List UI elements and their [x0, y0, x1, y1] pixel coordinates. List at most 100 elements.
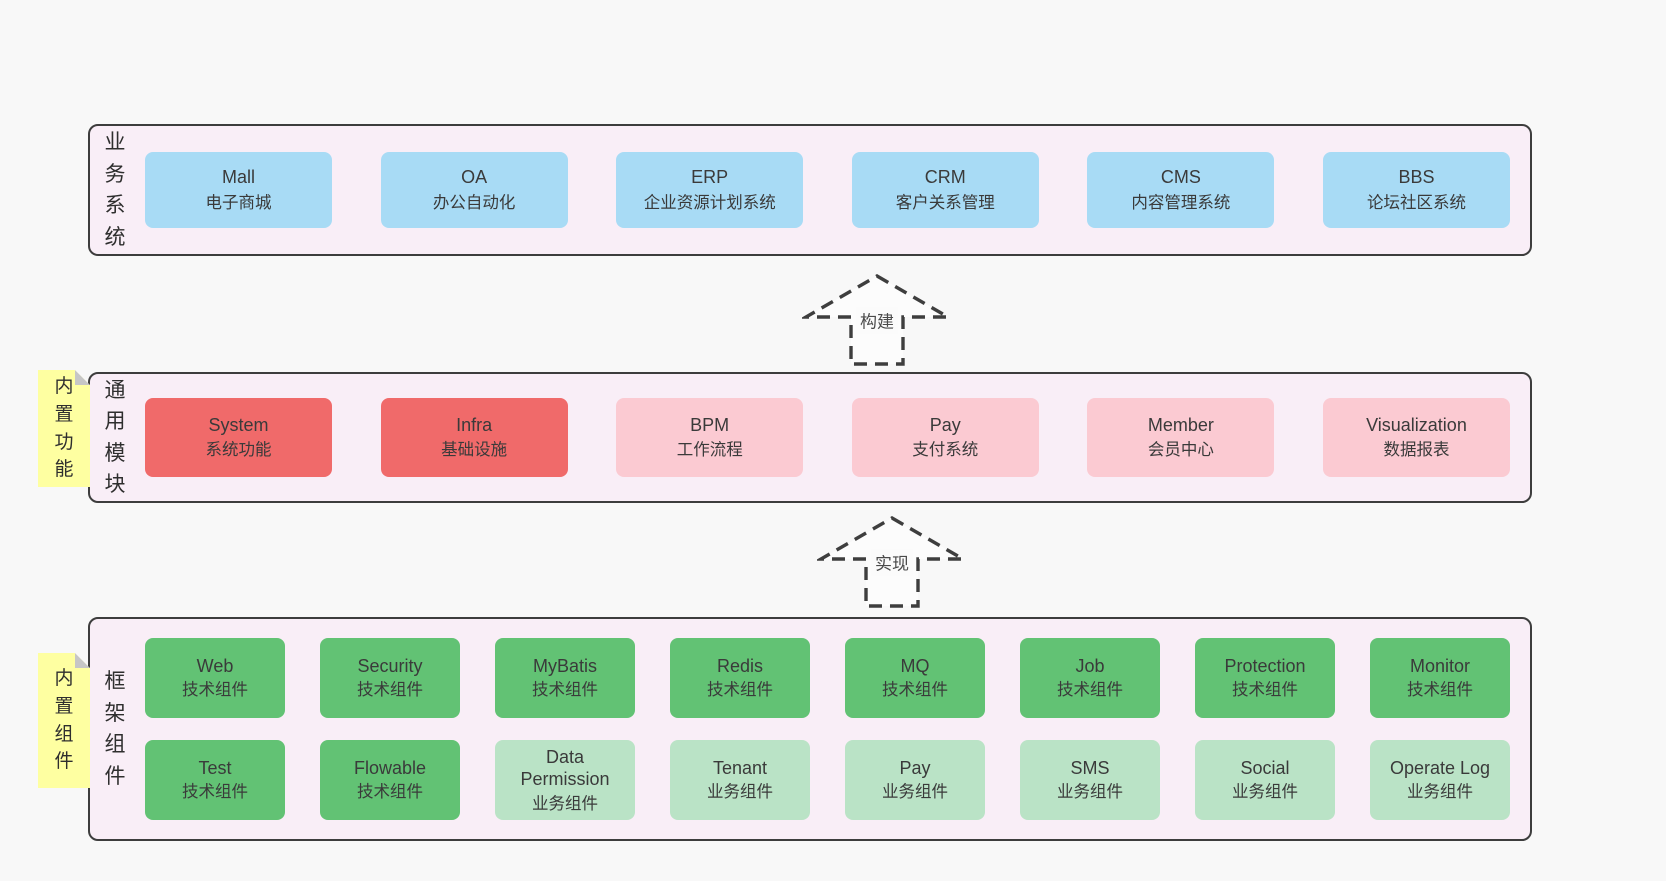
box-title: Infra — [456, 414, 493, 435]
box-subtitle: 客户关系管理 — [895, 193, 995, 212]
box-job: Job 技术组件 — [1020, 638, 1160, 718]
box-title: Pay — [899, 757, 931, 778]
box-subtitle: 电子商城 — [205, 193, 272, 212]
note-text: 内置组件 — [54, 668, 74, 773]
box-title: Job — [1075, 655, 1105, 676]
box-subtitle: 工作流程 — [676, 441, 743, 460]
build-arrow-icon: 构建 — [802, 272, 952, 368]
box-oa: OA 办公自动化 — [380, 152, 568, 228]
box-bpm: BPM 工作流程 — [616, 398, 804, 477]
box-subtitle: 业务组件 — [1057, 783, 1123, 802]
box-system: System 系统功能 — [145, 398, 332, 477]
box-subtitle: 技术组件 — [182, 681, 248, 700]
business-boxes-row: Mall 电子商城 OA 办公自动化 ERP 企业资源计划系统 CRM 客户关系… — [145, 152, 1510, 228]
box-member: Member 会员中心 — [1087, 398, 1275, 477]
panel-common-modules: 通用模块 System 系统功能 Infra 基础设施 BPM 工作流程 Pay… — [88, 372, 1532, 503]
box-title: MyBatis — [532, 655, 597, 676]
panel-modules-label: 通用模块 — [104, 378, 127, 497]
panel-framework-components: 框架组件 Web 技术组件 Security 技术组件 MyBatis 技术组件… — [88, 617, 1532, 841]
box-subtitle: 业务组件 — [707, 783, 773, 802]
note-built-in-features: 内置功能 — [38, 370, 90, 487]
box-data-permission: Data Permission 业务组件 — [495, 740, 635, 820]
box-subtitle: 论坛社区系统 — [1366, 193, 1466, 212]
box-subtitle: 系统功能 — [205, 441, 272, 460]
framework-rows: Web 技术组件 Security 技术组件 MyBatis 技术组件 Redi… — [145, 638, 1510, 820]
box-flowable: Flowable 技术组件 — [320, 740, 460, 820]
box-subtitle: 技术组件 — [1232, 681, 1298, 700]
box-subtitle: 办公自动化 — [432, 193, 516, 212]
box-title: MQ — [900, 655, 930, 676]
box-title: Visualization — [1366, 414, 1467, 435]
box-infra: Infra 基础设施 — [380, 398, 568, 477]
box-subtitle: 内容管理系统 — [1131, 193, 1231, 212]
box-title: CRM — [924, 167, 966, 188]
box-subtitle: 基础设施 — [441, 441, 508, 460]
box-subtitle: 技术组件 — [182, 783, 248, 802]
box-title: Data Permission — [520, 746, 610, 790]
box-subtitle: 业务组件 — [1232, 783, 1298, 802]
box-protection: Protection 技术组件 — [1195, 638, 1335, 718]
box-title: Redis — [716, 655, 764, 676]
box-visualization: Visualization 数据报表 — [1322, 398, 1510, 477]
box-erp: ERP 企业资源计划系统 — [616, 152, 804, 228]
box-title: Social — [1240, 757, 1290, 778]
box-web: Web 技术组件 — [145, 638, 285, 718]
note-built-in-components: 内置组件 — [38, 653, 90, 788]
implement-arrow-icon: 实现 — [817, 514, 967, 610]
panel-framework-label: 框架组件 — [104, 670, 127, 788]
box-title: Operate Log — [1389, 757, 1491, 778]
box-title: BPM — [690, 414, 730, 435]
box-title: Flowable — [353, 757, 427, 778]
panel-business-label: 业务系统 — [104, 131, 127, 249]
box-cms: CMS 内容管理系统 — [1087, 152, 1275, 228]
box-title: CMS — [1160, 167, 1201, 188]
framework-row-2: Test 技术组件 Flowable 技术组件 Data Permission … — [145, 740, 1510, 820]
box-title: BBS — [1398, 167, 1435, 188]
box-title: Pay — [929, 414, 961, 435]
implement-arrow-label: 实现 — [871, 548, 913, 576]
box-subtitle: 技术组件 — [532, 681, 598, 700]
box-subtitle: 业务组件 — [882, 783, 948, 802]
box-subtitle: 技术组件 — [1057, 681, 1123, 700]
box-subtitle: 技术组件 — [882, 681, 948, 700]
box-mybatis: MyBatis 技术组件 — [495, 638, 635, 718]
box-title: Web — [196, 655, 234, 676]
box-title: Security — [357, 655, 423, 676]
box-monitor: Monitor 技术组件 — [1370, 638, 1510, 718]
framework-row-1: Web 技术组件 Security 技术组件 MyBatis 技术组件 Redi… — [145, 638, 1510, 718]
box-subtitle: 业务组件 — [1407, 783, 1473, 802]
box-title: Tenant — [712, 757, 768, 778]
box-title: Monitor — [1409, 655, 1471, 676]
box-subtitle: 支付系统 — [912, 441, 979, 460]
box-sms: SMS 业务组件 — [1020, 740, 1160, 820]
box-crm: CRM 客户关系管理 — [851, 152, 1039, 228]
box-mall: Mall 电子商城 — [145, 152, 332, 228]
box-social: Social 业务组件 — [1195, 740, 1335, 820]
box-subtitle: 技术组件 — [707, 681, 773, 700]
box-subtitle: 技术组件 — [1407, 681, 1473, 700]
box-test: Test 技术组件 — [145, 740, 285, 820]
box-title: Member — [1147, 414, 1214, 435]
box-title: OA — [461, 167, 488, 188]
box-subtitle: 技术组件 — [357, 681, 423, 700]
box-subtitle: 数据报表 — [1383, 441, 1450, 460]
panel-business-systems: 业务系统 Mall 电子商城 OA 办公自动化 ERP 企业资源计划系统 CRM… — [88, 124, 1532, 256]
modules-boxes-row: System 系统功能 Infra 基础设施 BPM 工作流程 Pay 支付系统… — [145, 398, 1510, 477]
box-title: Mall — [221, 167, 255, 188]
box-tenant: Tenant 业务组件 — [670, 740, 810, 820]
box-title: System — [208, 414, 269, 435]
box-operate-log: Operate Log 业务组件 — [1370, 740, 1510, 820]
box-subtitle: 业务组件 — [532, 794, 598, 813]
box-pay-business: Pay 业务组件 — [845, 740, 985, 820]
box-security: Security 技术组件 — [320, 638, 460, 718]
box-title: ERP — [691, 167, 729, 188]
box-title: SMS — [1070, 757, 1110, 778]
box-redis: Redis 技术组件 — [670, 638, 810, 718]
box-pay: Pay 支付系统 — [851, 398, 1039, 477]
box-subtitle: 会员中心 — [1147, 441, 1214, 460]
box-mq: MQ 技术组件 — [845, 638, 985, 718]
build-arrow-label: 构建 — [856, 306, 898, 334]
note-text: 内置功能 — [54, 376, 74, 481]
box-subtitle: 企业资源计划系统 — [643, 193, 776, 212]
